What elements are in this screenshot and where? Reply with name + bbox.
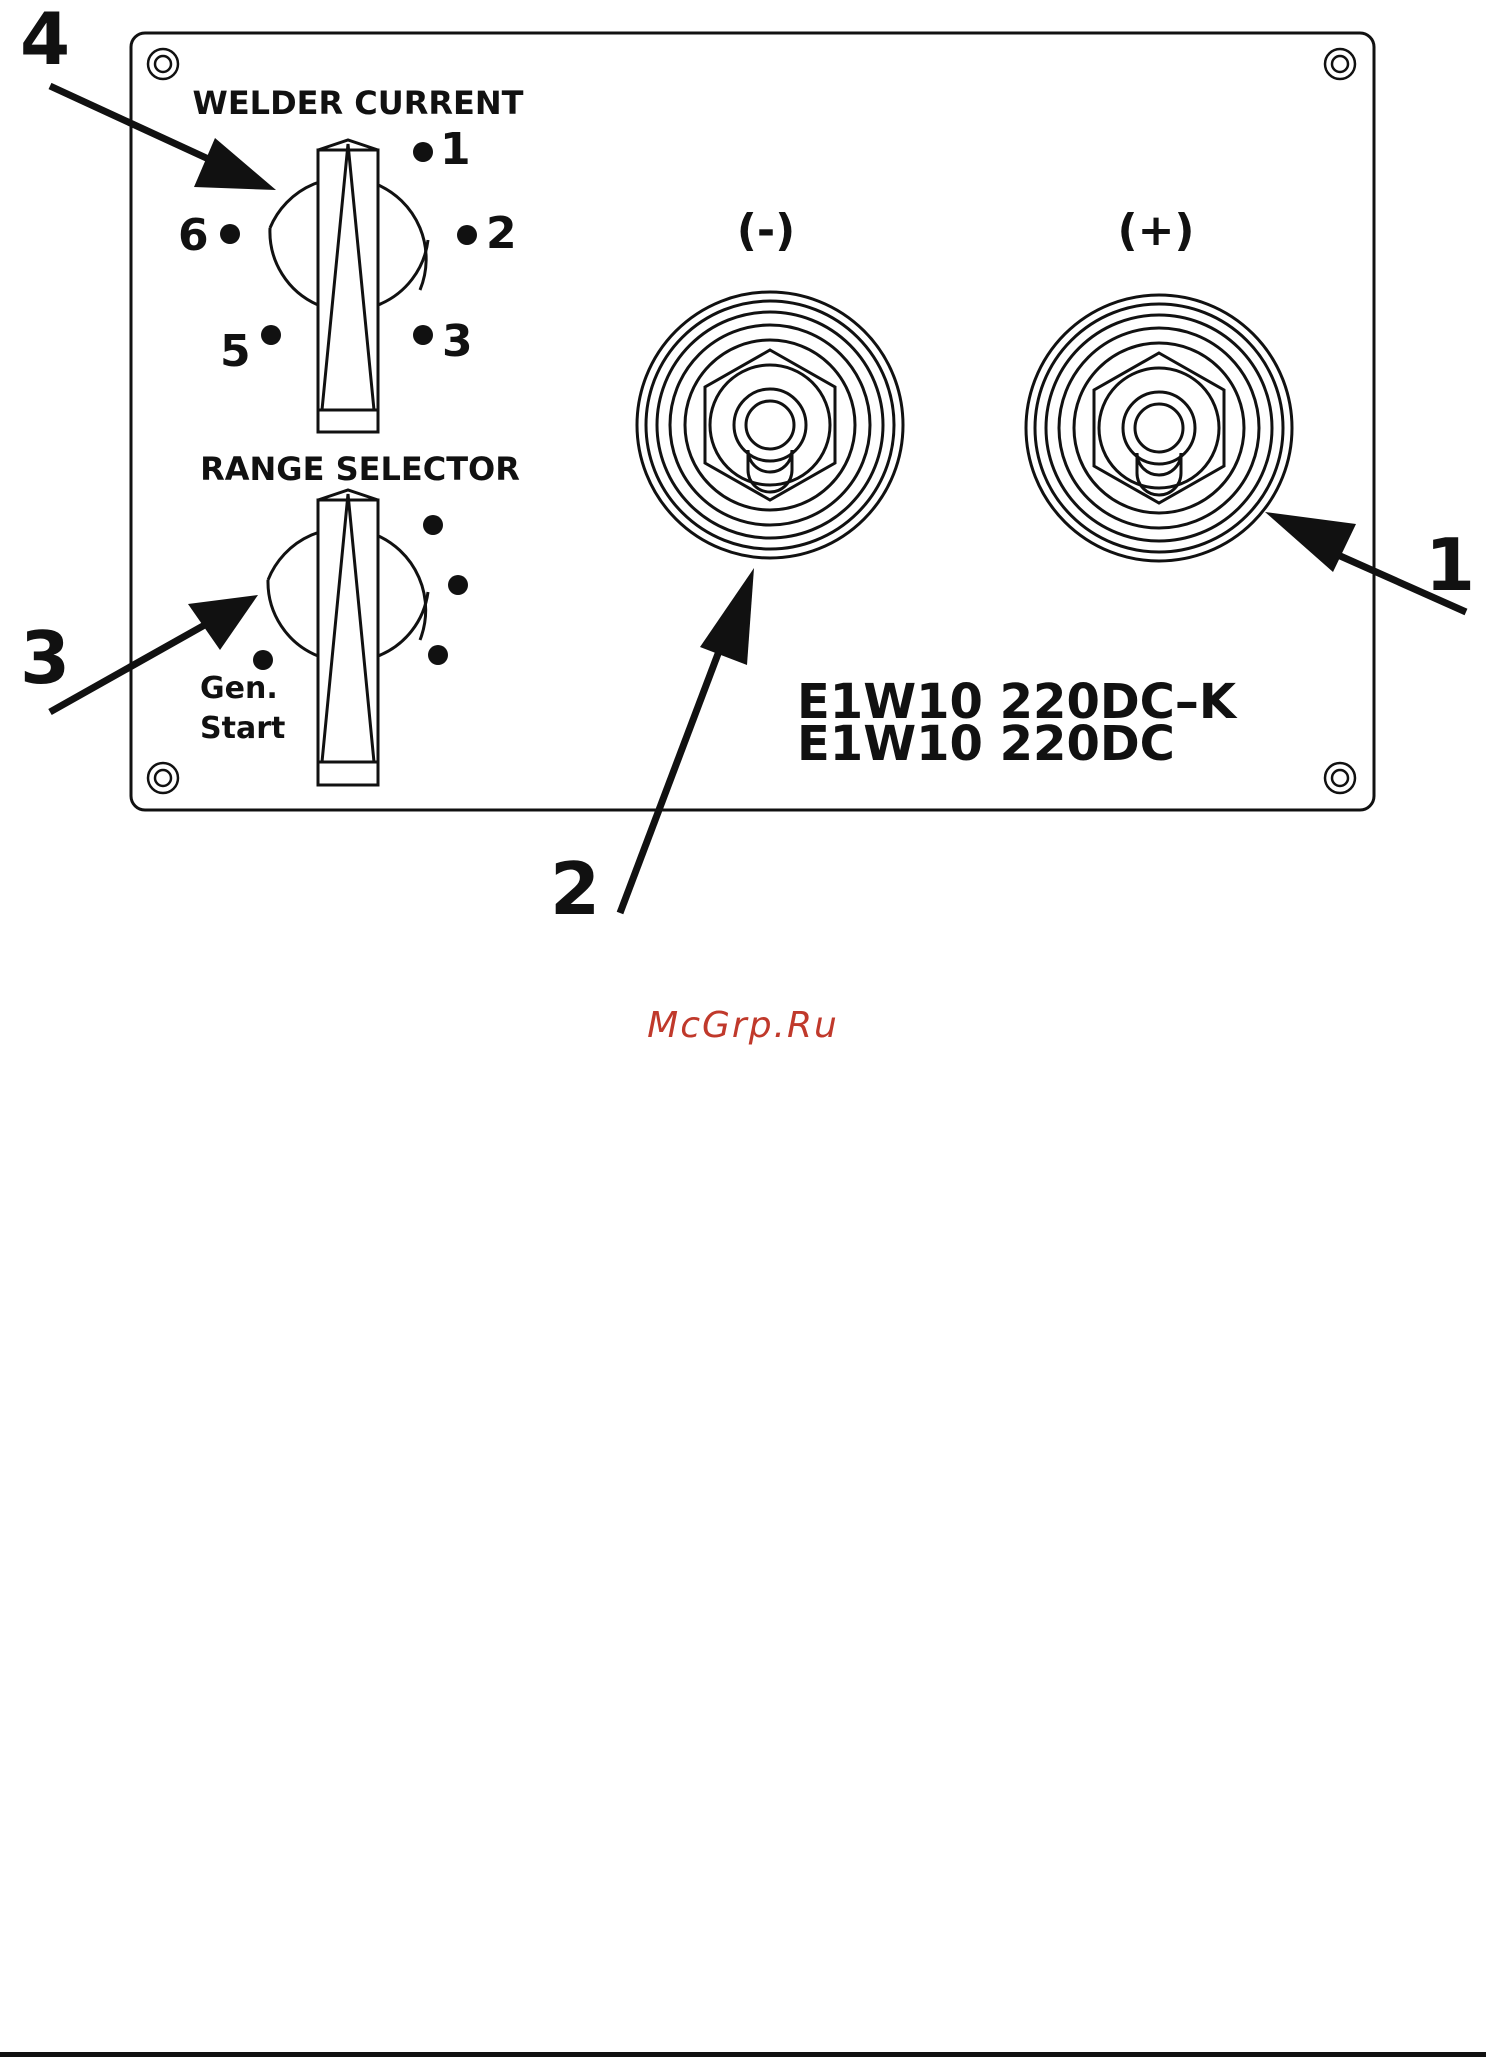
- welder-position-1: 1: [440, 124, 471, 175]
- welder-position-6: 6: [178, 210, 209, 261]
- screw-top-left: [148, 49, 178, 79]
- positive-terminal-label: (+): [1117, 205, 1194, 256]
- callout-3: 3: [20, 616, 70, 700]
- callout-4: 4: [20, 0, 70, 81]
- screw-bottom-right: [1325, 763, 1355, 793]
- gen-start-label-line2: Start: [200, 711, 285, 746]
- screw-top-right: [1325, 49, 1355, 79]
- watermark-text: McGrp.Ru: [0, 1005, 1486, 1046]
- welder-position-3: 3: [442, 316, 473, 367]
- gen-start-label-line1: Gen.: [200, 671, 278, 706]
- footer-rule: [0, 2052, 1486, 2057]
- callout-2: 2: [550, 847, 600, 931]
- positive-terminal[interactable]: [1026, 295, 1292, 561]
- model-line-2: E1W10 220DC: [797, 716, 1175, 772]
- screw-bottom-left: [148, 763, 178, 793]
- welder-position-5: 5: [220, 326, 251, 377]
- welder-position-2: 2: [486, 208, 517, 259]
- welder-current-title: WELDER CURRENT: [193, 84, 524, 122]
- range-selector-title: RANGE SELECTOR: [200, 450, 520, 488]
- callout-1: 1: [1425, 523, 1475, 607]
- negative-terminal-label: (-): [737, 205, 795, 256]
- negative-terminal[interactable]: [637, 292, 903, 558]
- welder-current-knob[interactable]: [270, 140, 428, 432]
- callout-arrow-2: [620, 568, 754, 913]
- range-selector-knob[interactable]: [268, 490, 428, 785]
